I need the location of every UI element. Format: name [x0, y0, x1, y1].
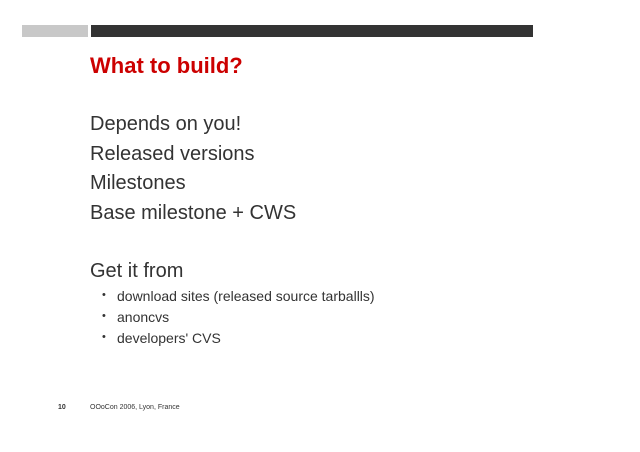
body-line: Base milestone + CWS	[90, 201, 297, 224]
bullet-icon: •	[102, 289, 106, 301]
bullet-icon: •	[102, 331, 106, 343]
header-bar-light	[22, 25, 88, 37]
bullet-icon: •	[102, 310, 106, 322]
page-number: 10	[58, 404, 66, 411]
section-heading: Get it from	[90, 260, 184, 282]
sub-list-item: • download sites (released source tarbal…	[102, 286, 375, 307]
sub-list-item: • developers' CVS	[102, 328, 375, 349]
body-line: Depends on you!	[90, 113, 242, 135]
sub-bullet-list: • download sites (released source tarbal…	[102, 286, 375, 349]
sub-list-item-label: anoncvs	[117, 309, 170, 325]
body-line: Released versions	[90, 142, 255, 165]
sub-list-item-label: developers' CVS	[117, 330, 221, 346]
body-list: Depends on you! Released versions Milest…	[90, 110, 296, 228]
footer-text: OOoCon 2006, Lyon, France	[90, 404, 180, 411]
sub-list-item: • anoncvs	[102, 307, 375, 328]
sub-list-item-label: download sites (released source tarballl…	[117, 288, 375, 304]
body-line: Milestones	[90, 172, 186, 194]
header-bar-dark	[91, 25, 533, 37]
slide-title: What to build?	[90, 53, 243, 78]
